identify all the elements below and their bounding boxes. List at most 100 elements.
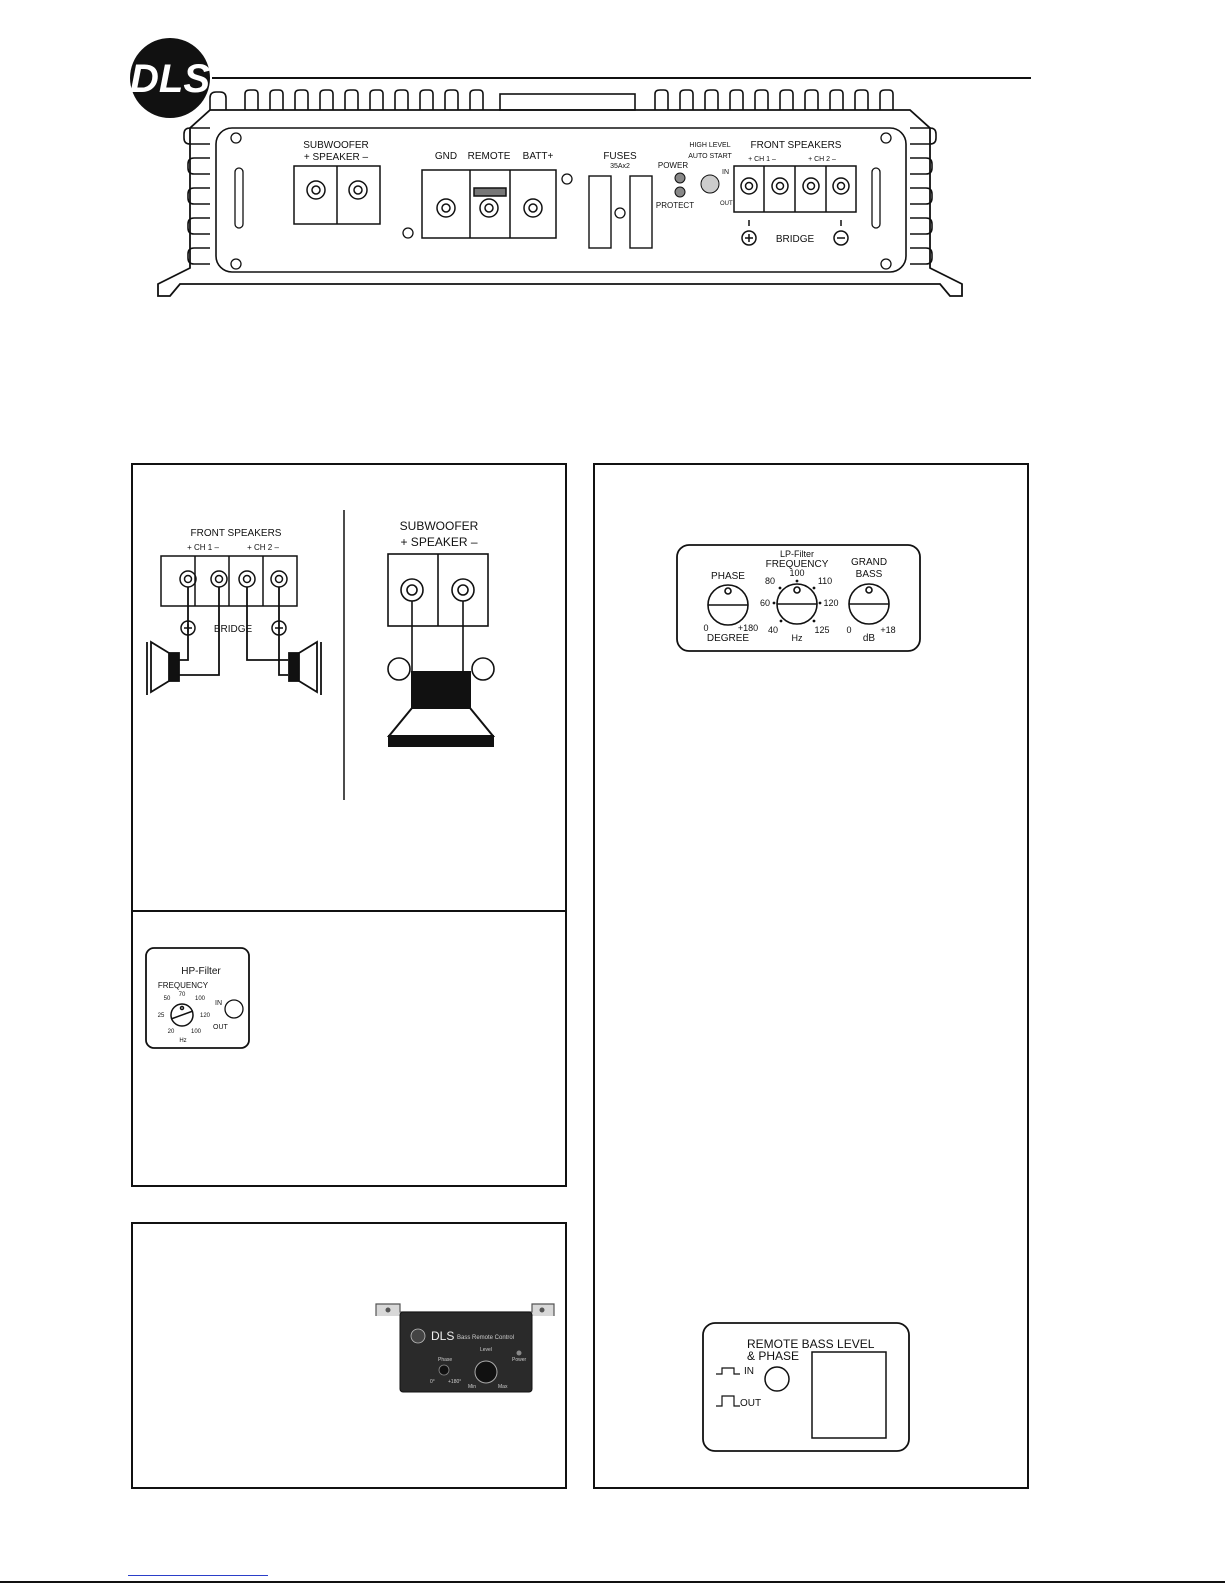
amp-out-label: OUT [720, 201, 733, 207]
remote-bass-level-panel: REMOTE BASS LEVEL & PHASE IN OUT [702, 1322, 910, 1452]
remote-level-knob[interactable] [474, 1360, 498, 1384]
hp-hz-label: Hz [179, 1038, 186, 1044]
remote-bass-title: REMOTE BASS LEVEL [747, 1337, 875, 1351]
amp-speaker-label: + SPEAKER – [304, 152, 369, 163]
hp-in-out-switch[interactable] [224, 999, 244, 1019]
heatsink-fins [183, 89, 937, 265]
lp-bass-18: +18 [880, 625, 895, 635]
amp-fuses-label: FUSES [603, 151, 637, 162]
remote-max-label: Max [498, 1384, 508, 1390]
remote-brand: DLS [431, 1329, 454, 1343]
hp-frequency-knob[interactable] [170, 1003, 194, 1027]
amp-protect-label: PROTECT [656, 201, 694, 210]
footer-rule [0, 1581, 1225, 1583]
hp-title: HP-Filter [181, 966, 221, 977]
hp-in-label: IN [215, 1000, 222, 1007]
lp-tick-60: 60 [760, 598, 770, 608]
grand-bass-knob[interactable] [848, 583, 890, 625]
remote-power-label: Power [512, 1357, 527, 1363]
out-switch-icon [716, 1395, 740, 1407]
lp-frequency-knob[interactable] [776, 583, 818, 625]
amp-subwoofer-label: SUBWOOFER [303, 140, 369, 151]
lp-tick-80: 80 [765, 576, 775, 586]
protect-led [674, 186, 686, 198]
amp-ch2-label: + CH 2 – [808, 156, 836, 163]
hp-tick-50: 50 [164, 996, 171, 1002]
wiring-front-wires [179, 587, 288, 676]
header: DLS [130, 38, 1031, 118]
hp-filter-panel: HP-Filter FREQUENCY 50 70 100 25 120 20 … [145, 947, 250, 1049]
amp-front-speakers-label: FRONT SPEAKERS [751, 140, 842, 151]
remote-level-label: Level [480, 1347, 492, 1353]
amp-batt-label: BATT+ [523, 151, 554, 162]
lp-filter-title: LP-Filter [780, 549, 814, 559]
lp-bass-label: BASS [856, 569, 883, 580]
lp-phase-180: +180 [738, 623, 758, 633]
phase-knob[interactable] [707, 584, 749, 626]
left-speaker-icon [146, 640, 180, 695]
remote-panel-out: OUT [740, 1398, 761, 1409]
amp-ch1-label: + CH 1 – [748, 156, 776, 163]
hp-tick-120: 120 [200, 1013, 211, 1019]
lp-tick-40: 40 [768, 625, 778, 635]
hp-frequency-label: FREQUENCY [158, 981, 209, 990]
lp-degree-label: DEGREE [707, 633, 750, 644]
amp-auto-start-label: AUTO START [688, 153, 732, 160]
amp-remote-label: REMOTE [468, 151, 511, 162]
remote-min-label: Min [468, 1384, 476, 1390]
footer-link-underline [128, 1575, 268, 1576]
lp-frequency-label: FREQUENCY [766, 559, 829, 570]
svg-text:DLS: DLS [130, 57, 210, 101]
hp-tick-100: 100 [195, 996, 206, 1002]
lp-grand-label: GRAND [851, 557, 887, 568]
lp-tick-120: 120 [823, 598, 838, 608]
amp-power-label: POWER [658, 161, 688, 170]
amp-fuses-rating: 35Ax2 [610, 163, 630, 170]
wiring-bridge-label: BRIDGE [214, 624, 253, 635]
lp-tick-dots [772, 579, 822, 623]
remote-model: Bass Remote Control [457, 1335, 514, 1341]
lp-phase-label: PHASE [711, 571, 745, 582]
hp-tick-100b: 100 [191, 1029, 202, 1035]
fuse-slots [588, 175, 653, 249]
wiring-ch1-label: + CH 1 – [187, 543, 219, 552]
lp-tick-100: 100 [789, 568, 804, 578]
front-plate [215, 127, 907, 273]
amp-gnd-label: GND [435, 151, 457, 162]
remote-panel-in: IN [744, 1366, 754, 1377]
speaker-wiring-box [131, 463, 567, 1187]
lp-filter-panel: PHASE 0 +180 DEGREE LP-Filter FREQUENCY … [676, 544, 921, 652]
lp-phase-0: 0 [703, 623, 708, 633]
hp-tick-20: 20 [168, 1029, 175, 1035]
wiring-box-divider [131, 910, 567, 912]
subwoofer-terminal [293, 165, 381, 225]
lp-tick-125: 125 [814, 625, 829, 635]
power-terminal [421, 169, 557, 239]
amp-in-label: IN [722, 169, 729, 176]
amplifier-body [157, 109, 963, 297]
wiring-subwoofer-label: SUBWOOFER [400, 519, 479, 533]
remote-in-out-switch[interactable] [764, 1366, 790, 1392]
amp-high-level-label: HIGH LEVEL [689, 142, 730, 149]
auto-start-switch[interactable] [700, 174, 720, 194]
hp-tick-70: 70 [179, 992, 186, 998]
amplifier-panel: SUBWOOFER + SPEAKER – GND REMOTE BATT+ F… [157, 89, 963, 297]
front-speaker-terminal [733, 165, 857, 246]
amp-bridge-label: BRIDGE [776, 234, 815, 245]
lp-bass-0: 0 [846, 625, 851, 635]
subwoofer-speaker-icon [386, 671, 496, 747]
lp-hz-label: Hz [792, 633, 803, 643]
remote-phase-title: & PHASE [747, 1349, 799, 1363]
wiring-speaker-label: + SPEAKER – [400, 535, 477, 549]
power-led [674, 172, 686, 184]
lp-tick-110: 110 [818, 576, 832, 586]
remote-phase-knob[interactable] [438, 1364, 450, 1376]
right-speaker-icon [288, 640, 322, 695]
screw-holes [230, 132, 892, 270]
wiring-front-speakers-label: FRONT SPEAKERS [191, 528, 282, 539]
remote-logo-icon [410, 1328, 426, 1344]
speaker-wiring-diagram: FRONT SPEAKERS + CH 1 – + CH 2 – BRIDGE … [146, 510, 496, 800]
remote-port-socket [811, 1351, 887, 1439]
remote-phase-label: Phase [438, 1357, 452, 1363]
remote-phase-0: 0° [430, 1379, 435, 1385]
